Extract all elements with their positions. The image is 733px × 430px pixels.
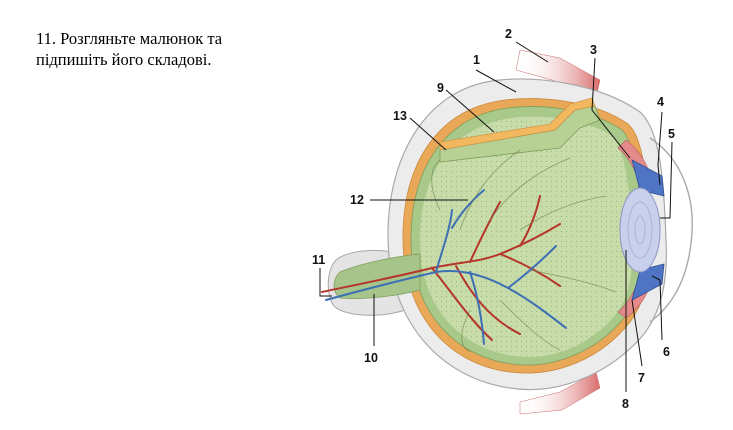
label-2: 2 <box>505 27 512 41</box>
label-3: 3 <box>590 43 597 57</box>
label-10: 10 <box>364 351 378 365</box>
label-8: 8 <box>622 397 629 411</box>
optic-nerve <box>333 253 421 299</box>
veins <box>325 189 567 345</box>
cornea <box>649 137 693 323</box>
arteries <box>321 195 561 341</box>
label-1: 1 <box>473 53 480 67</box>
label-7: 7 <box>638 371 645 385</box>
label-4: 4 <box>657 95 664 109</box>
minor-vessels <box>431 149 617 353</box>
lower-muscle <box>519 371 601 415</box>
lens-core <box>634 215 646 245</box>
label-11: 11 <box>312 253 325 267</box>
lens <box>619 187 661 273</box>
leader-lines <box>319 41 673 392</box>
label-6: 6 <box>663 345 670 359</box>
iris-lower <box>631 263 665 301</box>
cutaway-orange <box>439 97 596 151</box>
lens-rings <box>627 201 653 259</box>
task-line-2: підпишіть його складові. <box>36 50 212 69</box>
label-12: 12 <box>350 193 364 207</box>
iris-upper <box>631 159 665 197</box>
task-line-1: 11. Розгляньте малюнок та <box>36 29 223 48</box>
label-5: 5 <box>668 127 675 141</box>
label-9: 9 <box>437 81 444 95</box>
label-13: 13 <box>393 109 407 123</box>
task-text: 11. Розгляньте малюнок та підпишіть його… <box>36 28 222 70</box>
